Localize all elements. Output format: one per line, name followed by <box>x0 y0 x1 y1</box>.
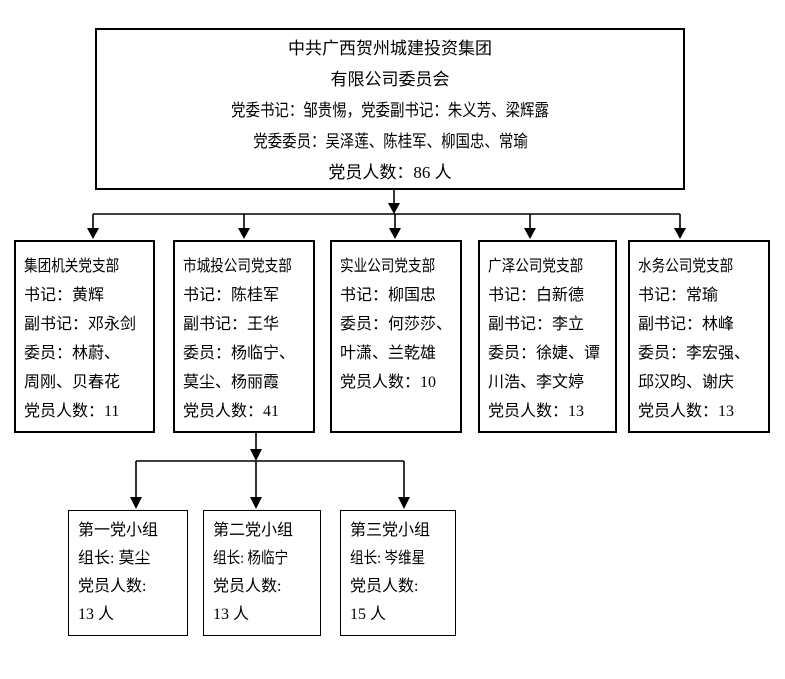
branch-count-line: 党员人数：13 <box>638 403 735 420</box>
committee-members-line: 党委委员：吴泽莲、陈桂军、柳国忠、常瑜 <box>252 132 528 151</box>
branch-box-group-office: 集团机关党支部 书记：黄辉 副书记：邓永剑 委员：林蔚、 周刚、贝春花 党员人数… <box>14 240 155 433</box>
group-count-label: 党员人数: <box>78 578 147 595</box>
org-title-line-2: 有限公司委员会 <box>330 70 450 89</box>
group-leader-line: 组长: 莫尘 <box>78 550 151 567</box>
branch-box-guangze: 广泽公司党支部 书记：白新德 副书记：李立 委员：徐婕、谭 川浩、李文婷 党员人… <box>478 240 617 433</box>
group-count-label: 党员人数: <box>350 578 419 595</box>
branch-title: 广泽公司党支部 <box>488 258 584 275</box>
branch-title: 水务公司党支部 <box>638 258 734 275</box>
group-title: 第一党小组 <box>78 522 159 539</box>
branch-deputy-line: 副书记：李立 <box>488 316 585 333</box>
branch-members-line-2: 邱汉昀、谢庆 <box>638 374 735 391</box>
org-title-line-1: 中共广西贺州城建投资集团 <box>288 39 492 58</box>
group-leader-line: 组长: 岑维星 <box>350 550 426 567</box>
branch-members-line-2: 莫尘、杨丽霞 <box>183 374 280 391</box>
branch-deputy-line: 副书记：邓永剑 <box>24 316 137 333</box>
branch-title: 集团机关党支部 <box>24 258 120 275</box>
member-count-line: 党员人数：86 人 <box>328 163 452 182</box>
branch-count-line: 党员人数：41 <box>183 403 280 420</box>
branch-count-line: 党员人数：10 <box>340 374 437 391</box>
branch-box-water: 水务公司党支部 书记：常瑜 副书记：林峰 委员：李宏强、 邱汉昀、谢庆 党员人数… <box>628 240 770 433</box>
lower-connector <box>130 433 410 509</box>
root-party-committee-box: 中共广西贺州城建投资集团 有限公司委员会 党委书记：邹贵惕，党委副书记：朱义芳、… <box>95 28 685 190</box>
branch-box-city-investment: 市城投公司党支部 书记：陈桂军 副书记：王华 委员：杨临宁、 莫尘、杨丽霞 党员… <box>173 240 315 433</box>
branch-members-line-2: 川浩、李文婷 <box>488 374 585 391</box>
branch-secretary-line: 书记：柳国忠 <box>340 287 437 304</box>
group-box-third: 第三党小组 组长: 岑维星 党员人数: 15 人 <box>340 510 456 636</box>
branch-box-industrial: 实业公司党支部 书记：柳国忠 委员：何莎莎、 叶潇、兰乾雄 党员人数：10 <box>330 240 462 433</box>
group-box-second: 第二党小组 组长: 杨临宁 党员人数: 13 人 <box>203 510 321 636</box>
group-count-value: 13 人 <box>78 606 115 623</box>
branch-deputy-line: 副书记：林峰 <box>638 316 735 333</box>
branch-count-line: 党员人数：11 <box>24 403 120 420</box>
branch-members-line-1: 委员：徐婕、谭 <box>488 345 601 362</box>
branch-members-line-2: 叶潇、兰乾雄 <box>340 345 437 362</box>
branch-secretary-line: 书记：陈桂军 <box>183 287 280 304</box>
group-count-value: 13 人 <box>213 606 250 623</box>
secretary-line: 党委书记：邹贵惕，党委副书记：朱义芳、梁辉露 <box>231 101 549 120</box>
group-title: 第二党小组 <box>213 522 294 539</box>
branch-members-line-1: 委员：李宏强、 <box>638 345 751 362</box>
branch-members-line-2: 周刚、贝春花 <box>24 374 121 391</box>
branch-title: 市城投公司党支部 <box>183 258 292 275</box>
group-box-first: 第一党小组 组长: 莫尘 党员人数: 13 人 <box>68 510 188 636</box>
group-title: 第三党小组 <box>350 522 431 539</box>
branch-secretary-line: 书记：常瑜 <box>638 287 719 304</box>
branch-secretary-line: 书记：白新德 <box>488 287 585 304</box>
group-count-value: 15 人 <box>350 606 387 623</box>
branch-members-line-1: 委员：何莎莎、 <box>340 316 453 333</box>
group-count-label: 党员人数: <box>213 578 282 595</box>
branch-secretary-line: 书记：黄辉 <box>24 287 105 304</box>
branch-count-line: 党员人数：13 <box>488 403 585 420</box>
branch-deputy-line: 副书记：王华 <box>183 316 280 333</box>
branch-title: 实业公司党支部 <box>340 258 436 275</box>
branch-members-line-1: 委员：杨临宁、 <box>183 345 296 362</box>
upper-connector <box>87 190 686 239</box>
branch-members-line-1: 委员：林蔚、 <box>24 345 121 362</box>
group-leader-line: 组长: 杨临宁 <box>213 550 289 567</box>
